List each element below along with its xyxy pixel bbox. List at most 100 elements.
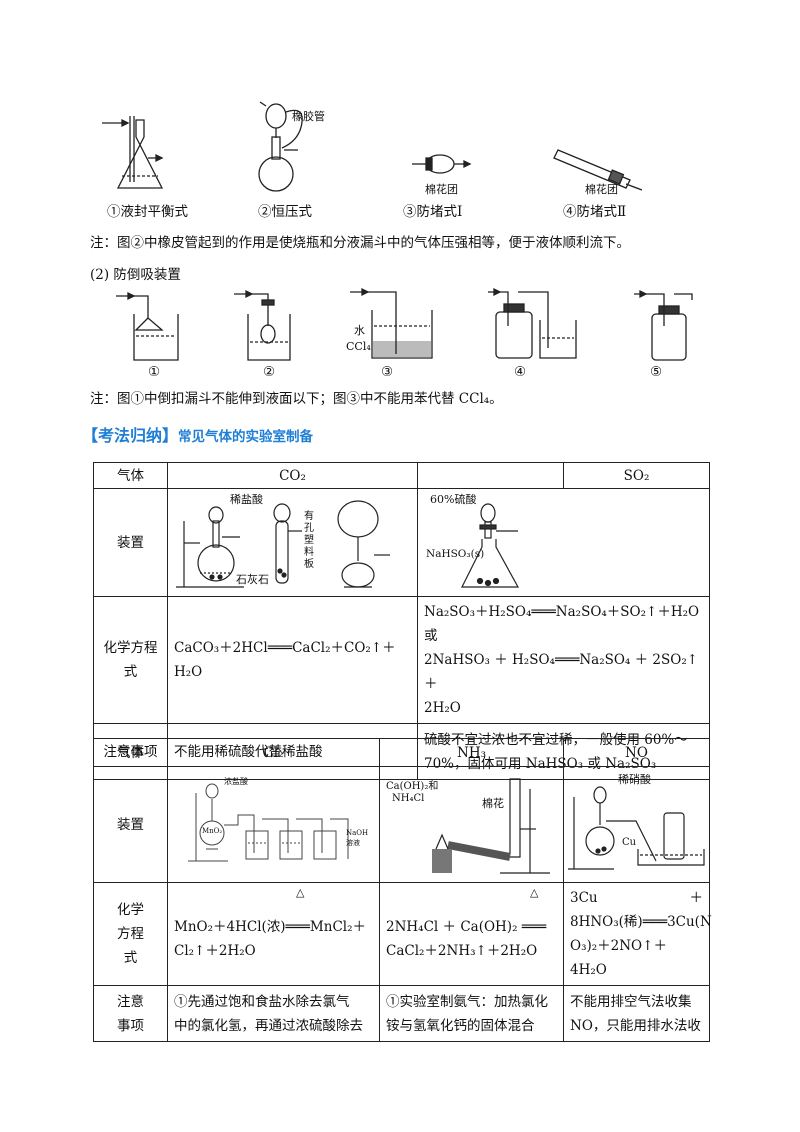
anti-clog-tube-2 bbox=[553, 149, 643, 191]
nh3-label-reagent-2: NH₄Cl bbox=[392, 793, 425, 804]
no-apparatus bbox=[568, 785, 705, 870]
label-rubber-tube: 橡胶管 bbox=[292, 110, 325, 123]
table-row: 化学方程式 CaCO₃＋2HCl═══CaCl₂＋CO₂↑＋H₂O Na₂SO₃… bbox=[93, 596, 710, 724]
nh3-device-cell: Ca(OH)₂和 NH₄Cl 棉花 bbox=[379, 766, 564, 883]
table-row: 注意 事项 ①先通过饱和食盐水除去氯气 中的氯化氢，再通过浓硫酸除去 ①实验室制… bbox=[93, 985, 710, 1042]
cl2-device-cell: 浓盐酸 MnO₂ NaOH 溶液 bbox=[167, 766, 380, 883]
so2-equation: Na₂SO₃＋H₂SO₄═══Na₂SO₄＋SO₂↑＋H₂O 或 2NaHSO₃… bbox=[417, 596, 710, 724]
nh3-apparatus bbox=[432, 777, 550, 874]
no-equation-line-3: O₃)₂＋2NO↑＋4H₂O bbox=[570, 938, 667, 978]
cl2-apparatus bbox=[188, 783, 349, 861]
suckback-device-2 bbox=[234, 289, 291, 361]
equation-label-line-1: 化学 bbox=[117, 902, 144, 918]
equation-label-line-2: 方程 bbox=[117, 926, 144, 942]
caption-suckback-1: ① bbox=[148, 364, 161, 380]
device-label: 装置 bbox=[93, 488, 168, 597]
heading-box-label: 【考法归纳】 bbox=[82, 426, 179, 445]
co2-label-plate-2: 孔 bbox=[304, 523, 314, 534]
so2-label-solid: NaHSO₃(s) bbox=[426, 548, 485, 560]
cl2-label-naoh-2: 溶液 bbox=[346, 839, 360, 847]
co2-label-plate-1: 有 bbox=[304, 511, 314, 522]
nh3-heat-symbol: △ bbox=[530, 886, 539, 899]
note-label: 注意 事项 bbox=[93, 985, 168, 1042]
caption-suckback-4: ④ bbox=[514, 364, 527, 380]
label-cotton-3: 棉花团 bbox=[425, 183, 458, 196]
no-equation-line-1: 3Cu ＋ bbox=[570, 886, 703, 910]
no-note: 不能用排空气法收集 NO，只能用排水法收 bbox=[563, 985, 710, 1042]
so2-equation-line-1: Na₂SO₃＋H₂SO₄═══Na₂SO₄＋SO₂↑＋H₂O 或 bbox=[424, 604, 700, 644]
caption-liquid-seal: ①液封平衡式 bbox=[107, 204, 188, 220]
label-cotton-4: 棉花团 bbox=[585, 183, 618, 196]
figure-row-1 bbox=[102, 101, 643, 192]
cl2-note-line-2: 中的氯化氢，再通过浓硫酸除去 bbox=[174, 1017, 363, 1034]
co2-label-plate-4: 料 bbox=[304, 547, 314, 558]
cl2-equation-line-2: Cl₂↑＋2H₂O bbox=[174, 943, 256, 959]
no-note-line-1: 不能用排空气法收集 bbox=[570, 993, 692, 1010]
note-label-line-1: 注意 bbox=[117, 993, 144, 1010]
gas-co2: CO₂ bbox=[167, 462, 418, 489]
equation-label-line-3: 式 bbox=[123, 950, 138, 966]
suckback-device-5 bbox=[634, 289, 693, 361]
table-row: 气体 Cl₂ NH₃ NO bbox=[93, 738, 710, 767]
constant-pressure-flask bbox=[258, 101, 303, 192]
so2-label-acid: 60%硫酸 bbox=[430, 493, 477, 506]
gas-table-2: 气体 Cl₂ NH₃ NO 装置 bbox=[93, 738, 712, 1042]
nh3-note-line-2: 铵与氢氧化钙的固体混合 bbox=[386, 1017, 535, 1034]
label-water: 水 bbox=[354, 324, 365, 337]
header-gas-label: 气体 bbox=[93, 738, 168, 767]
suckback-device-4 bbox=[488, 287, 577, 359]
table-row: 气体 CO₂ SO₂ bbox=[93, 462, 710, 489]
no-equation-plus: ＋ bbox=[689, 890, 704, 906]
co2-equation: CaCO₃＋2HCl═══CaCl₂＋CO₂↑＋H₂O bbox=[167, 596, 418, 724]
gas-blank bbox=[417, 462, 564, 489]
nh3-equation-line-1: 2NH₄Cl ＋ Ca(OH)₂ ═══ bbox=[386, 919, 547, 935]
co2-apparatus bbox=[176, 499, 390, 588]
caption-suckback-5: ⑤ bbox=[650, 364, 663, 380]
gas-so2: SO₂ bbox=[563, 462, 710, 489]
cl2-equation: △ MnO₂＋4HCl(浓)═══MnCl₂＋ Cl₂↑＋2H₂O bbox=[167, 882, 380, 986]
cl2-label-acid: 浓盐酸 bbox=[224, 777, 248, 786]
figure-row-2 bbox=[116, 287, 693, 361]
cl2-note-line-1: ①先通过饱和食盐水除去氯气 bbox=[174, 993, 350, 1010]
device-label: 装置 bbox=[93, 766, 168, 883]
section-2-title: (2) 防倒吸装置 bbox=[90, 267, 181, 283]
gas-cl2: Cl₂ bbox=[167, 738, 380, 767]
nh3-note: ①实验室制氨气：加热氯化 铵与氢氧化钙的固体混合 bbox=[379, 985, 564, 1042]
anti-clog-tube-1 bbox=[412, 154, 472, 174]
note-label-line-2: 事项 bbox=[117, 1017, 144, 1034]
nh3-equation: △ 2NH₄Cl ＋ Ca(OH)₂ ═══ CaCl₂＋2NH₃↑＋2H₂O bbox=[379, 882, 564, 986]
note-1: 注：图②中橡皮管起到的作用是使烧瓶和分液漏斗中的气体压强相等，便于液体顺利流下。 bbox=[90, 235, 630, 251]
nh3-equation-line-2: CaCl₂＋2NH₃↑＋2H₂O bbox=[386, 943, 538, 959]
equation-label: 化学方程式 bbox=[93, 596, 168, 724]
liquid-seal-flask bbox=[102, 116, 164, 189]
gas-no: NO bbox=[563, 738, 710, 767]
nh3-note-line-1: ①实验室制氨气：加热氯化 bbox=[386, 993, 548, 1010]
suckback-device-3 bbox=[350, 287, 433, 359]
section-heading: 【考法归纳】常见气体的实验室制备 bbox=[82, 422, 313, 446]
no-equation: 3Cu ＋ 8HNO₃(稀)═══3Cu(N O₃)₂＋2NO↑＋4H₂O bbox=[563, 882, 712, 986]
table-row: 装置 bbox=[93, 766, 710, 883]
no-device-cell: 稀硝酸 Cu bbox=[563, 766, 710, 883]
caption-suckback-3: ③ bbox=[381, 364, 394, 380]
so2-apparatus bbox=[461, 502, 520, 588]
nh3-label-reagent-1: Ca(OH)₂和 bbox=[386, 781, 439, 792]
cl2-note: ①先通过饱和食盐水除去氯气 中的氯化氢，再通过浓硫酸除去 bbox=[167, 985, 380, 1042]
nh3-label-cotton: 棉花 bbox=[482, 797, 504, 810]
no-label-acid: 稀硝酸 bbox=[618, 773, 651, 786]
co2-device-cell: 稀盐酸 石灰石 有 孔 塑 料 板 bbox=[167, 488, 418, 597]
label-ccl4: CCl₄ bbox=[346, 340, 371, 353]
header-gas-label: 气体 bbox=[93, 462, 168, 489]
caption-anti-clog-2: ④防堵式Ⅱ bbox=[563, 204, 627, 220]
note-2: 注：图①中倒扣漏斗不能伸到液面以下；图③中不能用苯代替 CCl₄。 bbox=[90, 391, 503, 407]
no-note-line-2: NO，只能用排水法收 bbox=[570, 1017, 701, 1034]
cl2-label-naoh-1: NaOH bbox=[346, 829, 369, 837]
so2-equation-line-2: 2NaHSO₃ ＋ H₂SO₄═══Na₂SO₄ ＋ 2SO₂↑ ＋ bbox=[424, 652, 699, 692]
caption-suckback-2: ② bbox=[263, 364, 276, 380]
co2-label-acid: 稀盐酸 bbox=[230, 493, 263, 506]
no-equation-line-2: 8HNO₃(稀)═══3Cu(N bbox=[570, 914, 712, 930]
no-equation-cu: 3Cu bbox=[570, 890, 598, 906]
cl2-label-mno2: MnO₂ bbox=[202, 827, 223, 835]
cl2-heat-symbol: △ bbox=[296, 886, 305, 899]
caption-anti-clog-1: ③防堵式Ⅰ bbox=[403, 204, 463, 220]
no-label-cu: Cu bbox=[622, 837, 637, 848]
